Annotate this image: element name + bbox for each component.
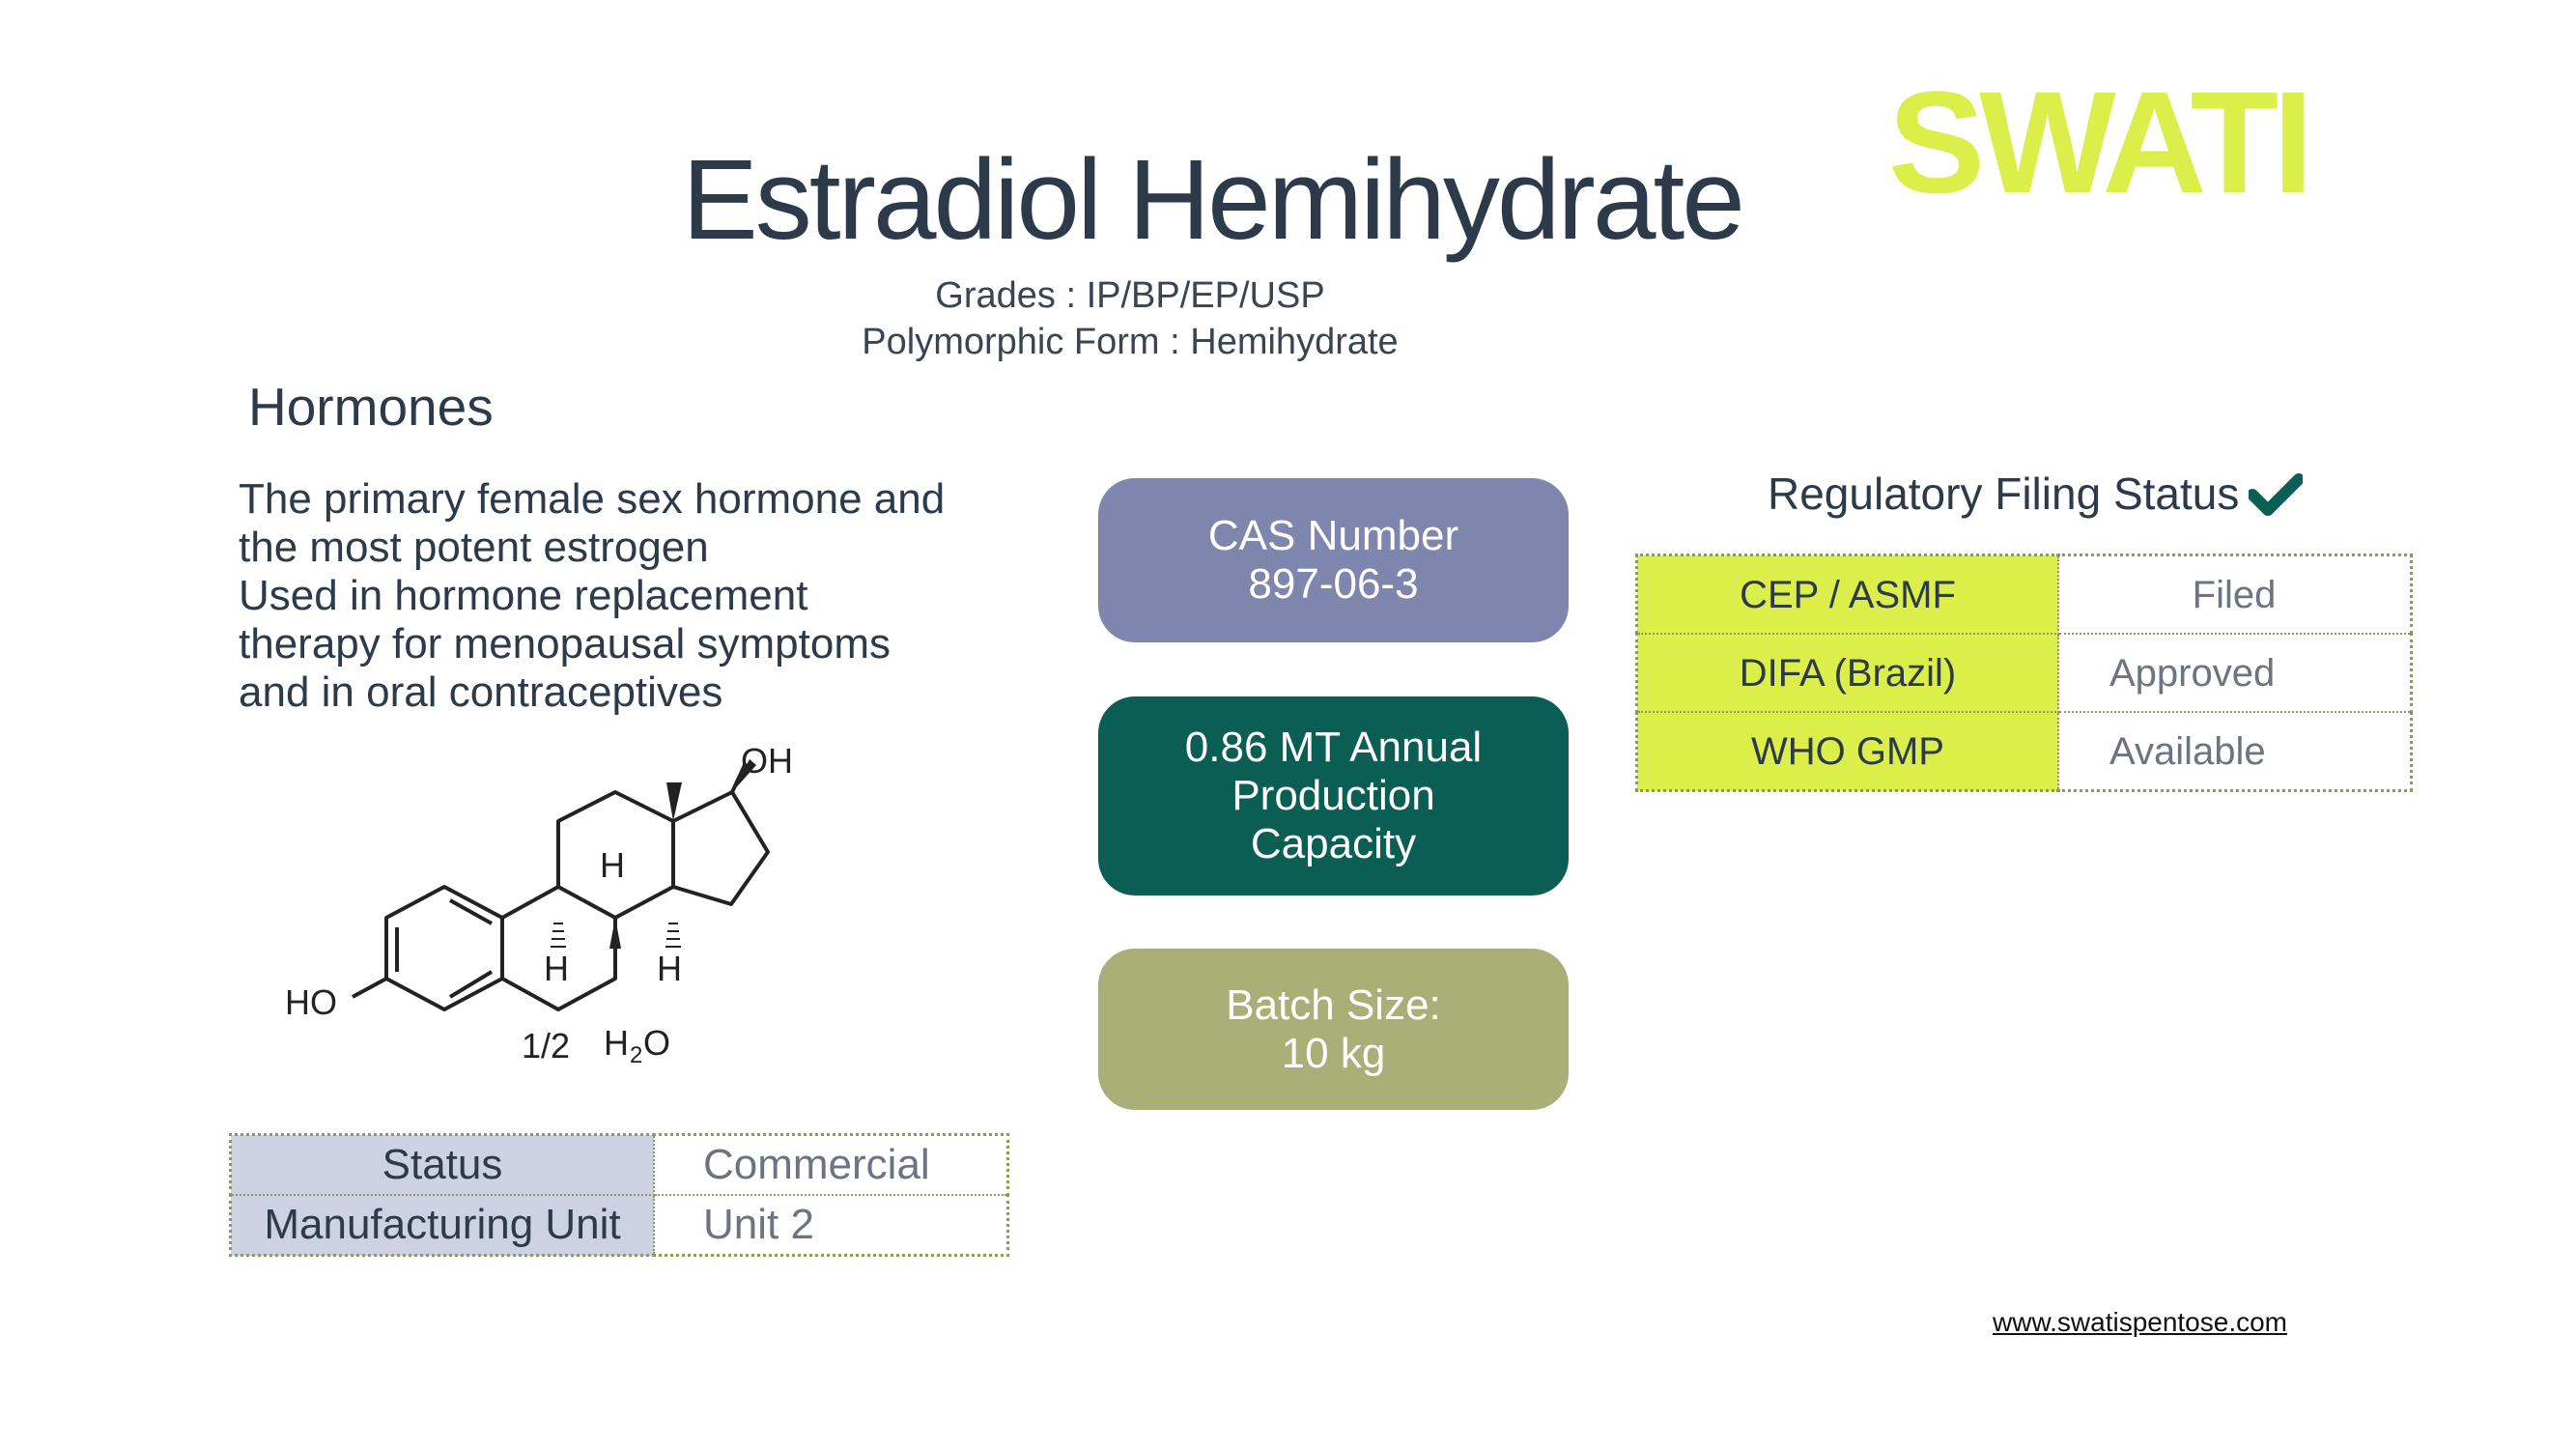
brand-logo: SWATI	[1888, 61, 2313, 223]
status-key: Status	[229, 1133, 655, 1196]
structure-label-oh: OH	[741, 744, 793, 781]
production-capacity-card: 0.86 MT Annual Production Capacity	[1098, 696, 1569, 895]
checkmark-icon	[2249, 473, 2303, 516]
water-label-o: O	[643, 1023, 670, 1063]
structure-label-h: H	[544, 949, 569, 988]
description-line: The primary female sex hormone and	[239, 475, 946, 523]
cas-value: 897-06-3	[1248, 560, 1419, 608]
status-table: Status Commercial Manufacturing Unit Uni…	[229, 1133, 1009, 1257]
table-row: CEP / ASMF Filed	[1635, 554, 2413, 635]
description-line: the most potent estrogen	[239, 524, 709, 571]
page-title: Estradiol Hemihydrate	[682, 136, 1745, 264]
structure-label-ho: HO	[285, 982, 337, 1022]
description-line: therapy for menopausal symptoms	[239, 620, 891, 668]
capacity-line: Production	[1231, 772, 1435, 819]
cas-number-card: CAS Number 897-06-3	[1098, 478, 1569, 642]
table-row: WHO GMP Available	[1635, 711, 2413, 792]
regulatory-table: CEP / ASMF Filed DIFA (Brazil) Approved …	[1635, 554, 2413, 792]
table-row: Status Commercial	[229, 1133, 1009, 1196]
batch-size-label: Batch Size:	[1226, 980, 1441, 1029]
capacity-line: 0.86 MT Annual	[1184, 724, 1483, 771]
structure-label-h: H	[600, 845, 625, 885]
chemical-structure-diagram: OH HO H H H 1/2 H 2 O	[285, 744, 793, 1068]
cas-label: CAS Number	[1207, 512, 1459, 559]
product-description: The primary female sex hormone and the m…	[239, 475, 982, 717]
category-heading: Hormones	[248, 377, 494, 437]
regulatory-filing-heading: Regulatory Filing Status	[1768, 469, 2240, 519]
batch-size-card: Batch Size: 10 kg	[1098, 949, 1569, 1110]
table-row: DIFA (Brazil) Approved	[1635, 633, 2413, 713]
table-row: Manufacturing Unit Unit 2	[229, 1194, 1009, 1257]
who-gmp-key: WHO GMP	[1635, 711, 2059, 792]
water-label-h: H	[604, 1023, 629, 1063]
difa-key: DIFA (Brazil)	[1635, 633, 2059, 713]
batch-size-value: 10 kg	[1281, 1029, 1386, 1077]
status-value: Commercial	[653, 1133, 1009, 1196]
description-line: Used in hormone replacement	[239, 572, 808, 619]
grades-text: Grades : IP/BP/EP/USP	[935, 275, 1325, 316]
polymorphic-form-text: Polymorphic Form : Hemihydrate	[862, 322, 1399, 362]
water-label-subscript: 2	[630, 1042, 642, 1068]
cep-asmf-key: CEP / ASMF	[1635, 554, 2059, 635]
structure-label-h: H	[657, 949, 682, 988]
cep-asmf-value: Filed	[2057, 554, 2413, 635]
manufacturing-unit-key: Manufacturing Unit	[229, 1194, 655, 1257]
manufacturing-unit-value: Unit 2	[653, 1194, 1009, 1257]
website-link[interactable]: www.swatispentose.com	[1993, 1307, 2288, 1337]
hydrate-ratio-label: 1/2	[522, 1026, 570, 1065]
difa-value: Approved	[2057, 633, 2413, 713]
description-line: and in oral contraceptives	[239, 668, 723, 716]
capacity-line: Capacity	[1250, 820, 1417, 867]
who-gmp-value: Available	[2057, 711, 2413, 792]
